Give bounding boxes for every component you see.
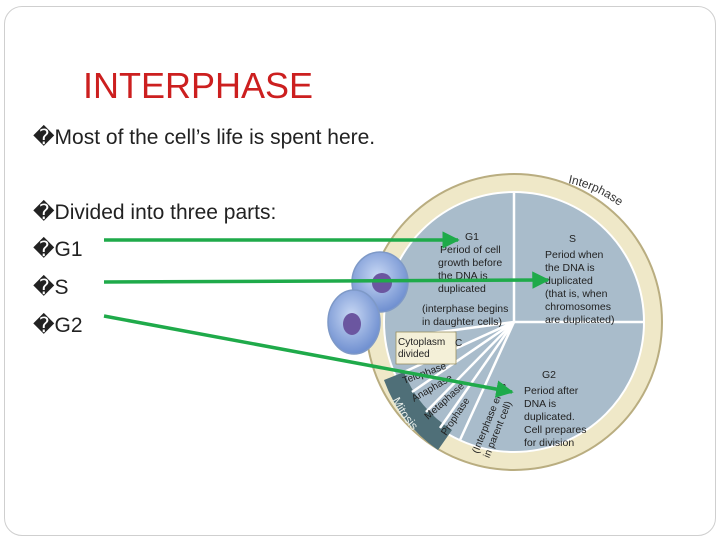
- bullet-mark: �: [33, 275, 55, 299]
- cytoplasm-line: Cytoplasm: [398, 337, 445, 348]
- s-line: S: [569, 233, 576, 245]
- g2-line: for division: [524, 437, 574, 449]
- g2-line: DNA is: [524, 398, 556, 410]
- cytoplasm-label: Cytoplasm divided C: [398, 337, 462, 360]
- bullet-arrows: [103, 231, 550, 398]
- s-line: Period when: [545, 249, 604, 261]
- g1-line: growth before: [438, 257, 502, 269]
- cytoplasm-box: [395, 331, 457, 365]
- bullet-mark: �: [33, 200, 55, 224]
- s-line: (that is, when: [545, 288, 608, 300]
- s-line: chromosomes: [545, 301, 611, 313]
- bullet-cell-life: �Most of the cell’s life is spent here.: [33, 125, 375, 150]
- cell-nucleus-top: [372, 273, 392, 293]
- g1-line: G1: [465, 231, 479, 243]
- g1-line: duplicated: [438, 283, 486, 295]
- g1-line: Period of cell: [440, 244, 501, 256]
- g1-line: (interphase begins: [422, 303, 508, 315]
- g2-line: G2: [542, 369, 556, 381]
- slide-title: INTERPHASE: [83, 65, 314, 106]
- g2-line: Cell prepares: [524, 424, 586, 436]
- cytoplasm-line: divided: [398, 349, 430, 360]
- bullet-s: �S: [33, 275, 69, 300]
- bullet-mark: �: [33, 125, 55, 149]
- s-line: duplicated: [545, 275, 593, 287]
- bullet-three-parts: �Divided into three parts:: [33, 200, 276, 225]
- g1-line: in daughter cells): [422, 316, 502, 328]
- s-label-group: S Period when the DNA is duplicated (tha…: [545, 233, 614, 326]
- bullet-text: S: [54, 276, 69, 299]
- s-line: are duplicated): [545, 314, 614, 326]
- bullet-g1: �G1: [33, 237, 83, 262]
- bullet-mark: �: [33, 313, 55, 337]
- s-arrow: [103, 271, 550, 289]
- bullet-text: Most of the cell’s life is spent here.: [54, 126, 376, 149]
- g2-line: Period after: [524, 385, 579, 397]
- mitosis-band: [384, 372, 452, 450]
- g2-label-group: G2 Period after DNA is duplicated. Cell …: [524, 369, 586, 449]
- c-letter: C: [455, 338, 462, 349]
- bullet-mark: �: [33, 237, 55, 261]
- bullet-g2: �G2: [33, 313, 83, 338]
- wedge-dividers: [395, 192, 644, 441]
- cell-nucleus-bottom: [343, 313, 361, 335]
- bullet-text: G2: [54, 314, 83, 337]
- bullet-text: G1: [54, 238, 83, 261]
- bullet-text: Divided into three parts:: [54, 201, 277, 224]
- s-line: the DNA is: [545, 262, 595, 274]
- g2-arrow: [103, 314, 514, 398]
- g2-line: duplicated.: [524, 411, 575, 423]
